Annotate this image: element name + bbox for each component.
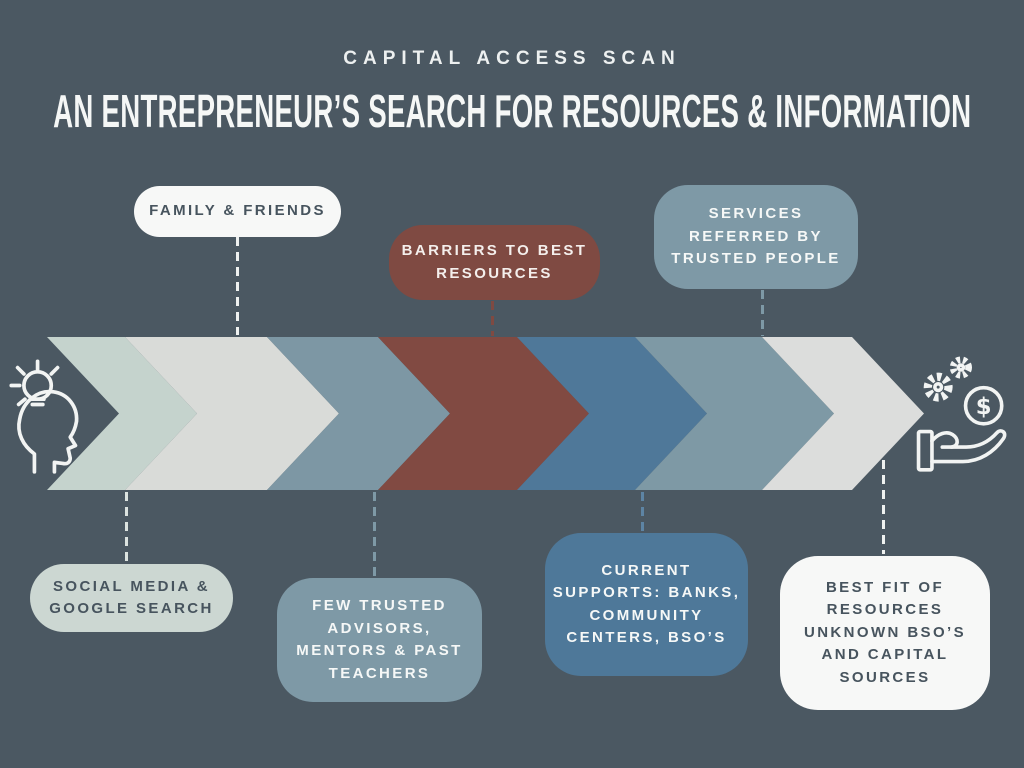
callout-current-supports: CURRENT SUPPORTS: BANKS, COMMUNITY CENTE…	[545, 533, 748, 676]
page-title-row: AN ENTREPRENEUR’S SEARCH FOR RESOURCES &…	[0, 84, 1024, 138]
callout-social-label: SOCIAL MEDIA & GOOGLE SEARCH	[49, 577, 214, 618]
page-title: AN ENTREPRENEUR’S SEARCH FOR RESOURCES &…	[52, 85, 972, 137]
callout-best-label: BEST FIT OF RESOURCES UNKNOWN BSO’S AND …	[803, 578, 967, 686]
callout-family-friends-label: FAMILY & FRIENDS	[149, 202, 326, 220]
connector-dash-current-supports	[641, 492, 644, 531]
connector-dash-services	[761, 290, 764, 336]
eyebrow-title: CAPITAL ACCESS SCAN	[343, 48, 681, 69]
hand-gears-money-icon: $	[914, 352, 1014, 476]
callout-services-referred: SERVICES REFERRED BY TRUSTED PEOPLE	[654, 185, 858, 289]
callout-social-media-google: SOCIAL MEDIA & GOOGLE SEARCH	[30, 564, 233, 632]
connector-dash-family-friends	[236, 237, 239, 335]
connector-dash-few-trusted	[373, 492, 376, 576]
callout-few-trusted-advisors: FEW TRUSTED ADVISORS, MENTORS & PAST TEA…	[277, 578, 482, 702]
callout-barriers-label: BARRIERS TO BEST RESOURCES	[401, 242, 588, 282]
callout-current-label: CURRENT SUPPORTS: BANKS, COMMUNITY CENTE…	[552, 561, 741, 647]
connector-dash-best-fit	[882, 460, 885, 554]
callout-few-label: FEW TRUSTED ADVISORS, MENTORS & PAST TEA…	[296, 597, 463, 682]
callout-barriers-to-best-resources: BARRIERS TO BEST RESOURCES	[389, 225, 600, 300]
lightbulb-head-icon	[6, 356, 86, 474]
connector-dash-barriers	[491, 301, 494, 336]
callout-best-fit-resources: BEST FIT OF RESOURCES UNKNOWN BSO’S AND …	[780, 556, 990, 710]
callout-services-label: SERVICES REFERRED BY TRUSTED PEOPLE	[671, 205, 841, 268]
callout-family-friends: FAMILY & FRIENDS	[134, 186, 341, 237]
connector-dash-social-media	[125, 492, 128, 562]
svg-text:$: $	[976, 394, 992, 420]
